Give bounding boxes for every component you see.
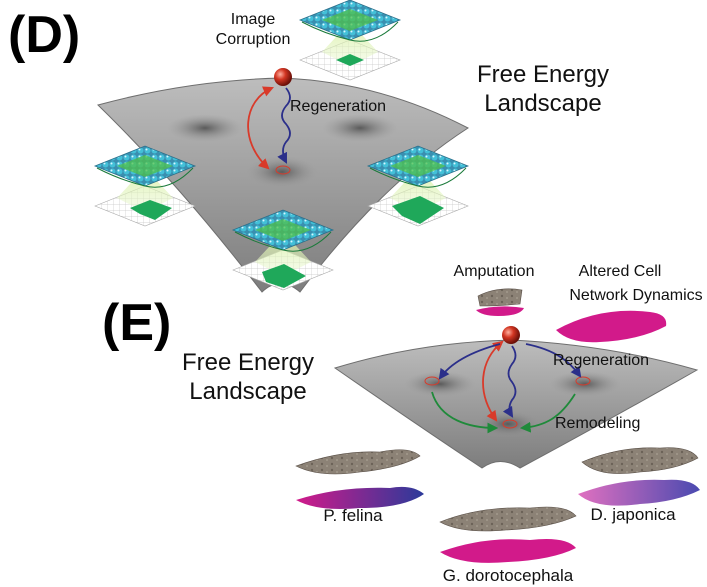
- target-left-e: [424, 376, 440, 386]
- well-left-e: [404, 371, 476, 397]
- species-p-felina: P. felina: [323, 506, 383, 525]
- amputated-fragment-pattern: [476, 306, 524, 316]
- energy-surface-e: [333, 339, 699, 469]
- corruption-arrow-e: [482, 340, 504, 422]
- remodeling-arrow-left-e: [431, 391, 499, 434]
- well-center-e: [474, 410, 542, 438]
- regeneration-arrow-left-e: [438, 343, 501, 380]
- regeneration-label-e: Regeneration: [553, 352, 649, 369]
- state-ball-e: [502, 326, 520, 344]
- panel-e-label: (E): [102, 294, 171, 352]
- corruption-arrow-d: [247, 86, 274, 170]
- regeneration-label-d: Regeneration: [290, 98, 386, 115]
- panel-d: (D) Regeneration Image Corruption Free E…: [8, 0, 609, 293]
- remodeling-arrow-right-e: [519, 393, 576, 433]
- panel-d-label: (D): [8, 6, 80, 64]
- pattern-top: [336, 54, 364, 66]
- target-right-e: [575, 376, 591, 386]
- worm-p-felina-pattern: [296, 486, 424, 509]
- well-left-d: [167, 114, 243, 142]
- well-right-e: [549, 371, 621, 397]
- image-corruption-line1: Image: [231, 11, 276, 28]
- altered-worm: [556, 310, 667, 343]
- panel-d-title-line2: Landscape: [484, 90, 601, 117]
- network-card-top: [299, 0, 401, 81]
- pattern-bottom: [262, 264, 306, 288]
- state-ball-d: [274, 68, 292, 86]
- panel-e-title-line1: Free Energy: [182, 349, 314, 376]
- panel-d-title-line1: Free Energy: [477, 61, 609, 88]
- amputation-label: Amputation: [454, 263, 535, 280]
- pattern-left: [130, 200, 172, 220]
- worm-g-dorotocephala-brown: [439, 506, 577, 532]
- well-center-d: [246, 156, 318, 188]
- panel-e-title-line2: Landscape: [189, 378, 306, 405]
- target-center-e: [502, 419, 518, 429]
- worm-g-dorotocephala-pattern: [440, 539, 576, 563]
- image-corruption-line2: Corruption: [216, 31, 291, 48]
- target-marker-d: [275, 165, 291, 175]
- pattern-right: [392, 196, 444, 224]
- worm-p-felina-brown: [295, 449, 421, 475]
- worm-d-japonica-pattern: [578, 479, 700, 506]
- species-d-japonica: D. japonica: [590, 505, 676, 524]
- regeneration-arrow-center-e: [502, 345, 517, 418]
- panel-e: (E) Free Energy Landscape Regeneration R…: [102, 263, 703, 585]
- worm-d-japonica-brown: [581, 447, 699, 474]
- regeneration-arrow-right-e: [525, 343, 582, 378]
- regeneration-arrow-d: [277, 87, 291, 164]
- altered-line2: Network Dynamics: [569, 287, 702, 304]
- amputated-fragment: [477, 288, 523, 307]
- altered-line1: Altered Cell: [579, 263, 662, 280]
- species-g-dorotocephala: G. dorotocephala: [443, 566, 574, 585]
- remodeling-label-e: Remodeling: [555, 415, 640, 432]
- well-right-d: [322, 114, 398, 142]
